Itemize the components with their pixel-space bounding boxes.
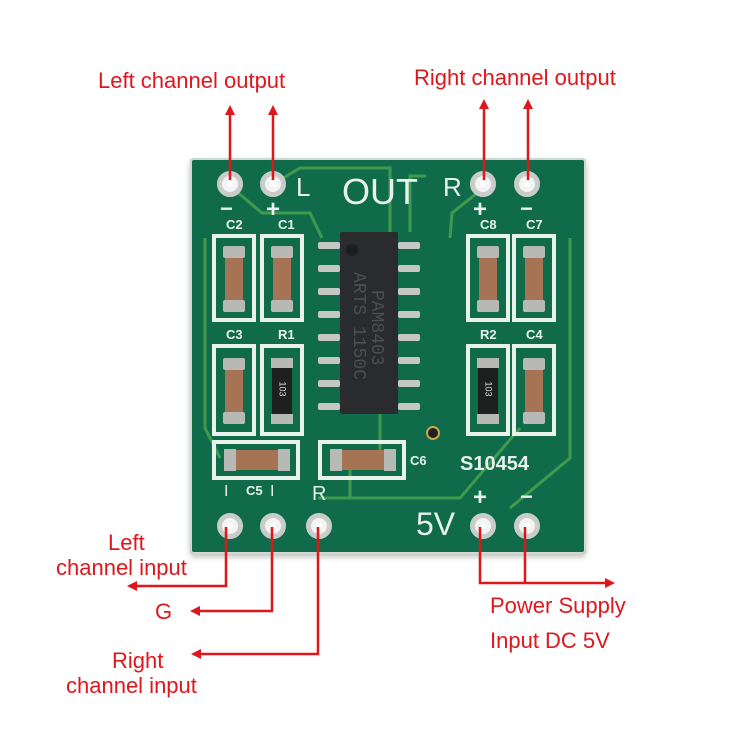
resistor-r1: 103 (271, 358, 293, 424)
power-minus-sign: − (520, 484, 533, 509)
c2-label: C2 (226, 217, 243, 232)
power-supply-label-line2: Input DC 5V (490, 628, 610, 653)
left-marker: L (296, 172, 311, 202)
right-plus-sign: + (473, 196, 488, 223)
c5-label: C5 (246, 483, 263, 498)
power-plus-hole[interactable] (470, 513, 496, 539)
c6-footprint (318, 440, 406, 480)
via-hole (426, 426, 440, 440)
arrow-power-supply (478, 527, 615, 588)
left-minus-sign: − (220, 196, 233, 221)
right-channel-input-label-line1: Right (112, 648, 164, 673)
arrow-left-input (127, 527, 228, 591)
power-minus-hole[interactable] (514, 513, 540, 539)
power-supply-label-line1: Power Supply (490, 593, 626, 618)
left-plus-sign: + (266, 196, 281, 223)
c4-label: C4 (526, 327, 543, 342)
left-channel-input-label-line2: channel input (56, 555, 187, 580)
power-plus-sign: + (473, 484, 488, 511)
pam8403-chip: PAM8403 ARTS 1150C (340, 232, 398, 414)
right-minus-sign: − (520, 196, 533, 221)
c7-label: C7 (526, 217, 543, 232)
capacitor-c4 (523, 358, 545, 424)
capacitor-c1 (271, 246, 293, 312)
capacitor-c6 (330, 449, 396, 471)
capacitor-c3 (223, 358, 245, 424)
r1-footprint (260, 344, 304, 436)
c8-label: C8 (480, 217, 497, 232)
input-l-marker: I (224, 483, 229, 500)
left-input-hole[interactable] (217, 513, 243, 539)
c2-footprint (212, 234, 256, 322)
voltage-label: 5V (416, 506, 456, 542)
capacitor-c5 (224, 449, 290, 471)
arrow-ground (190, 527, 274, 616)
right-channel-output-label: Right channel output (414, 65, 616, 90)
left-channel-output-label: Left channel output (98, 68, 286, 93)
c7-footprint (512, 234, 556, 322)
pcb-board: L OUT R − + + − C2 C1 C8 C7 C3 R1 R2 C4 … (190, 158, 586, 554)
capacitor-c8 (477, 246, 499, 312)
right-channel-input-label-line2: channel input (66, 673, 197, 698)
arrow-right-input (191, 527, 320, 659)
input-g-marker: I (270, 483, 275, 500)
resistor-r2: 103 (477, 358, 499, 424)
left-channel-input-label-line1: Left (108, 530, 145, 555)
c4-footprint (512, 344, 556, 436)
c3-label: C3 (226, 327, 243, 342)
out-label: OUT (342, 171, 418, 212)
r2-footprint (466, 344, 510, 436)
c1-label: C1 (278, 217, 295, 232)
c3-footprint (212, 344, 256, 436)
chip-pin1-dot (346, 244, 358, 256)
capacitor-c7 (523, 246, 545, 312)
c1-footprint (260, 234, 304, 322)
c6-label: C6 (410, 453, 427, 468)
ground-label: G (155, 599, 173, 624)
serial-number: S10454 (460, 453, 529, 475)
c8-footprint (466, 234, 510, 322)
r2-label: R2 (480, 327, 497, 342)
capacitor-c2 (223, 246, 245, 312)
right-marker: R (443, 172, 462, 202)
input-r-marker: R (312, 483, 327, 505)
c5-footprint (212, 440, 300, 480)
r1-label: R1 (278, 327, 295, 342)
